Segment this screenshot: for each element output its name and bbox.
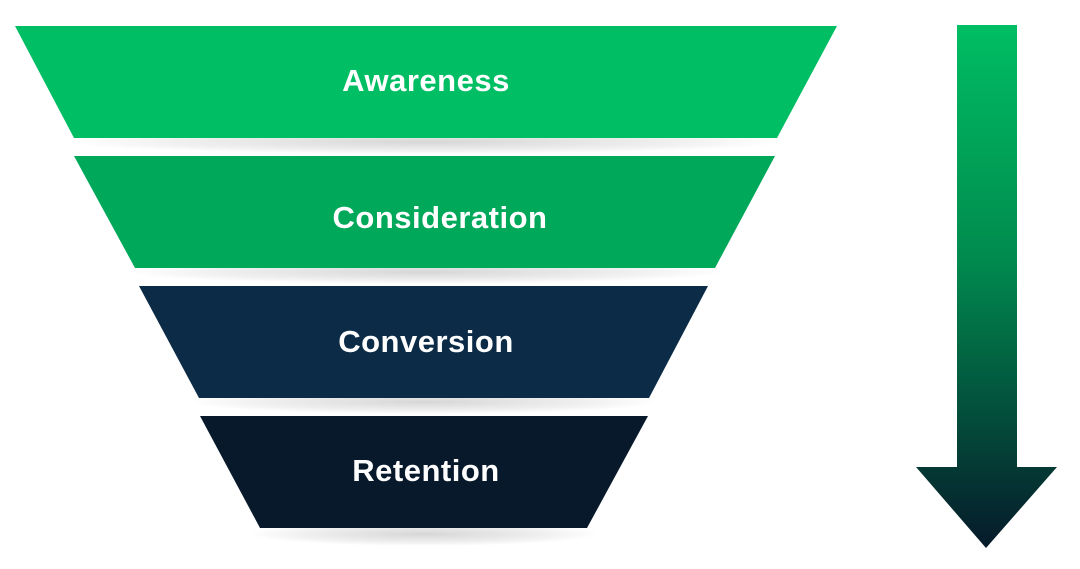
stage-label-consideration: Consideration [333,200,548,235]
funnel-stage-conversion: Conversion [139,286,708,398]
funnel-stage-consideration: Consideration [74,156,775,268]
stage-shape-consideration [74,156,775,268]
funnel-stage-awareness: Awareness [15,26,837,138]
stage-label-conversion: Conversion [338,324,514,359]
stage-shape-retention [200,416,648,528]
down-arrow-icon [916,25,1057,548]
stage-shape-conversion [139,286,708,398]
stage-label-awareness: Awareness [342,63,510,98]
stage-shape-awareness [15,26,837,138]
stage-label-retention: Retention [352,453,499,488]
funnel-stage-retention: Retention [200,416,648,528]
